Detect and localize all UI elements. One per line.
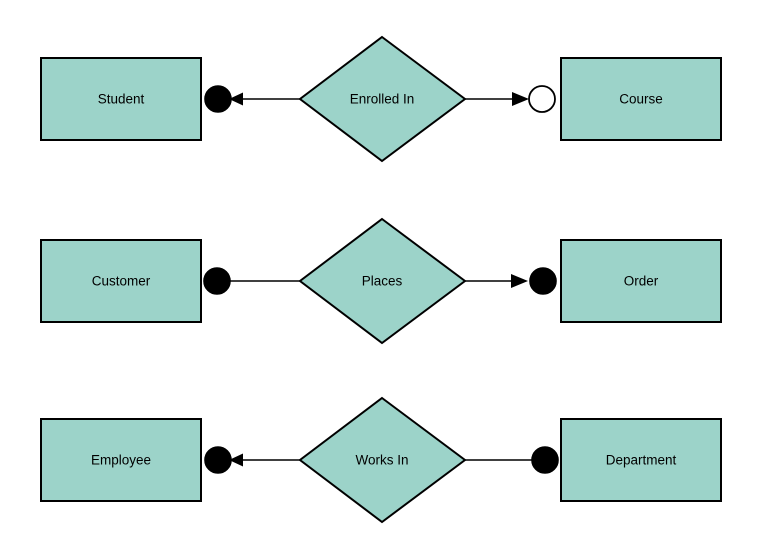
entity-node-department[interactable]: Department <box>560 418 722 502</box>
er-relationship-row-1: Student Enrolled In Course <box>40 35 722 163</box>
arrow-head-toward-order <box>511 274 528 288</box>
relationship-node-works-in[interactable]: Works In <box>298 396 467 524</box>
entity-node-order[interactable]: Order <box>560 239 722 323</box>
cardinality-marker-employee-filled-circle <box>204 446 232 474</box>
arrow-head-toward-employee <box>229 453 243 467</box>
entity-label-customer: Customer <box>92 274 151 289</box>
er-relationship-row-3: Employee Works In Department <box>40 396 722 524</box>
er-relationship-row-2: Customer Places Order <box>40 217 722 345</box>
cardinality-marker-course-hollow-circle <box>528 85 556 113</box>
entity-node-employee[interactable]: Employee <box>40 418 202 502</box>
entity-label-employee: Employee <box>91 453 151 468</box>
entity-box-order[interactable] <box>560 239 722 323</box>
entity-box-student[interactable] <box>40 57 202 141</box>
entity-label-order: Order <box>624 274 659 289</box>
entity-box-employee[interactable] <box>40 418 202 502</box>
cardinality-marker-order-filled-circle <box>529 267 557 295</box>
relationship-label-places: Places <box>362 274 403 289</box>
relationship-diamond-places[interactable] <box>298 217 467 345</box>
cardinality-marker-department-filled-circle <box>531 446 559 474</box>
entity-label-course: Course <box>619 92 663 107</box>
relationship-label-works-in: Works In <box>355 453 408 468</box>
relationship-diamond-works-in[interactable] <box>298 396 467 524</box>
relationship-label-enrolled-in: Enrolled In <box>350 92 415 107</box>
entity-node-student[interactable]: Student <box>40 57 202 141</box>
relationship-diamond-enrolled-in[interactable] <box>298 35 467 163</box>
entity-box-department[interactable] <box>560 418 722 502</box>
cardinality-marker-customer-filled-circle <box>203 267 231 295</box>
entity-label-student: Student <box>98 92 145 107</box>
relationship-node-places[interactable]: Places <box>298 217 467 345</box>
arrow-head-toward-course <box>512 92 529 106</box>
arrow-head-toward-student <box>229 92 243 106</box>
entity-box-course[interactable] <box>560 57 722 141</box>
relationship-node-enrolled-in[interactable]: Enrolled In <box>298 35 467 163</box>
entity-label-department: Department <box>606 453 677 468</box>
entity-node-customer[interactable]: Customer <box>40 239 202 323</box>
entity-box-customer[interactable] <box>40 239 202 323</box>
cardinality-marker-student-filled-circle <box>204 85 232 113</box>
entity-node-course[interactable]: Course <box>560 57 722 141</box>
